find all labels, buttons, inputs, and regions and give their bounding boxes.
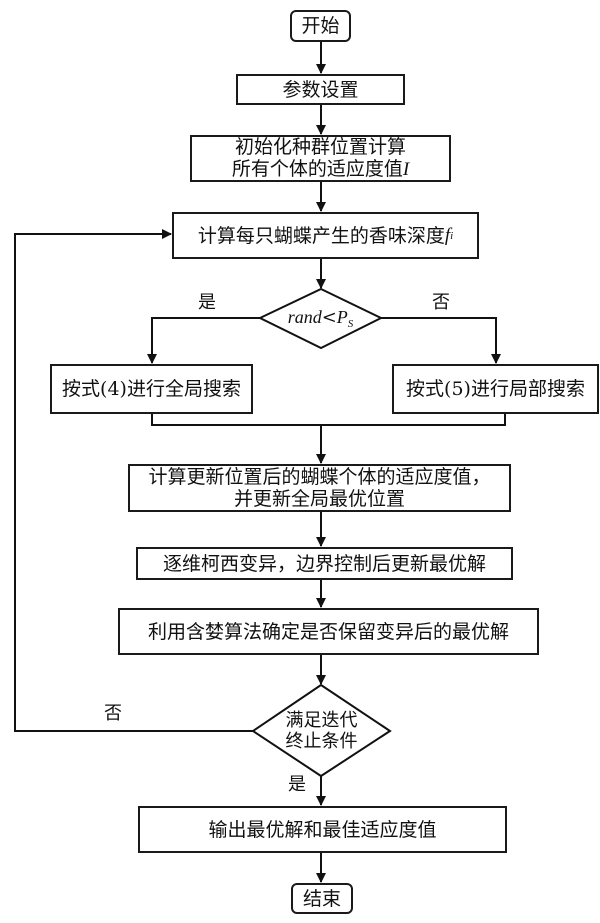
fragrance-var: f: [444, 224, 451, 246]
init-line1: 初始化种群位置计算: [234, 136, 406, 158]
loop-back-line: [14, 229, 253, 732]
update-node: 计算更新位置后的蝴蝶个体的适应度值， 并更新全局最优位置: [128, 464, 511, 512]
fragrance-sub: i: [450, 229, 454, 242]
params-label: 参数设置: [282, 78, 359, 101]
output-node: 输出最优解和最佳适应度值: [138, 806, 507, 853]
decision2-line1: 满足迭代: [285, 710, 358, 731]
decision2-line2: 终止条件: [285, 731, 358, 752]
output-label: 输出最优解和最佳适应度值: [208, 818, 437, 841]
global-search-label: 按式(4)进行全局搜索: [62, 378, 241, 400]
decision1-op: <: [321, 307, 337, 328]
decision1-sub: S: [347, 318, 354, 330]
decision1-no-label: 否: [432, 292, 450, 313]
cauchy-node: 逐维柯西变异，边界控制后更新最优解: [136, 547, 513, 580]
merge-line: [151, 413, 506, 426]
end-label: 结束: [302, 887, 341, 910]
decision1-yes-label: 是: [198, 292, 216, 313]
decision1-diamond: [257, 287, 384, 350]
arrow-yes-global: [147, 317, 260, 364]
global-search-node: 按式(4)进行全局搜索: [50, 364, 253, 414]
start-label: 开始: [301, 15, 340, 37]
metropolis-label: 利用含婪算法确定是否保留变异后的最优解: [147, 620, 509, 643]
params-node: 参数设置: [236, 74, 405, 105]
decision2-text: 满足迭代 终止条件: [253, 710, 390, 752]
metropolis-node: 利用含婪算法确定是否保留变异后的最优解: [118, 608, 539, 655]
decision1-text: rand<PS: [260, 307, 381, 335]
local-search-node: 按式(5)进行局部搜索: [392, 364, 599, 414]
update-line1: 计算更新位置后的蝴蝶个体的适应度值，: [148, 466, 491, 488]
decision2-diamond: [251, 683, 392, 778]
decision1-rand: rand: [287, 307, 322, 327]
local-search-label: 按式(5)进行局部搜索: [406, 378, 585, 400]
end-node: 结束: [291, 883, 353, 914]
arrow-no-local: [381, 317, 501, 364]
init-line2: 所有个体的适应度值: [231, 158, 403, 180]
decision1-var: P: [336, 307, 348, 327]
decision2-no-label: 否: [104, 703, 122, 724]
fragrance-label: 计算每只蝴蝶产生的香味深度: [197, 224, 445, 247]
update-line2: 并更新全局最优位置: [233, 488, 405, 510]
init-var: I: [402, 159, 410, 180]
cauchy-label: 逐维柯西变异，边界控制后更新最优解: [162, 552, 486, 575]
start-node: 开始: [290, 10, 351, 42]
decision2-yes-label: 是: [288, 774, 306, 795]
init-node: 初始化种群位置计算 所有个体的适应度值I: [190, 135, 451, 182]
